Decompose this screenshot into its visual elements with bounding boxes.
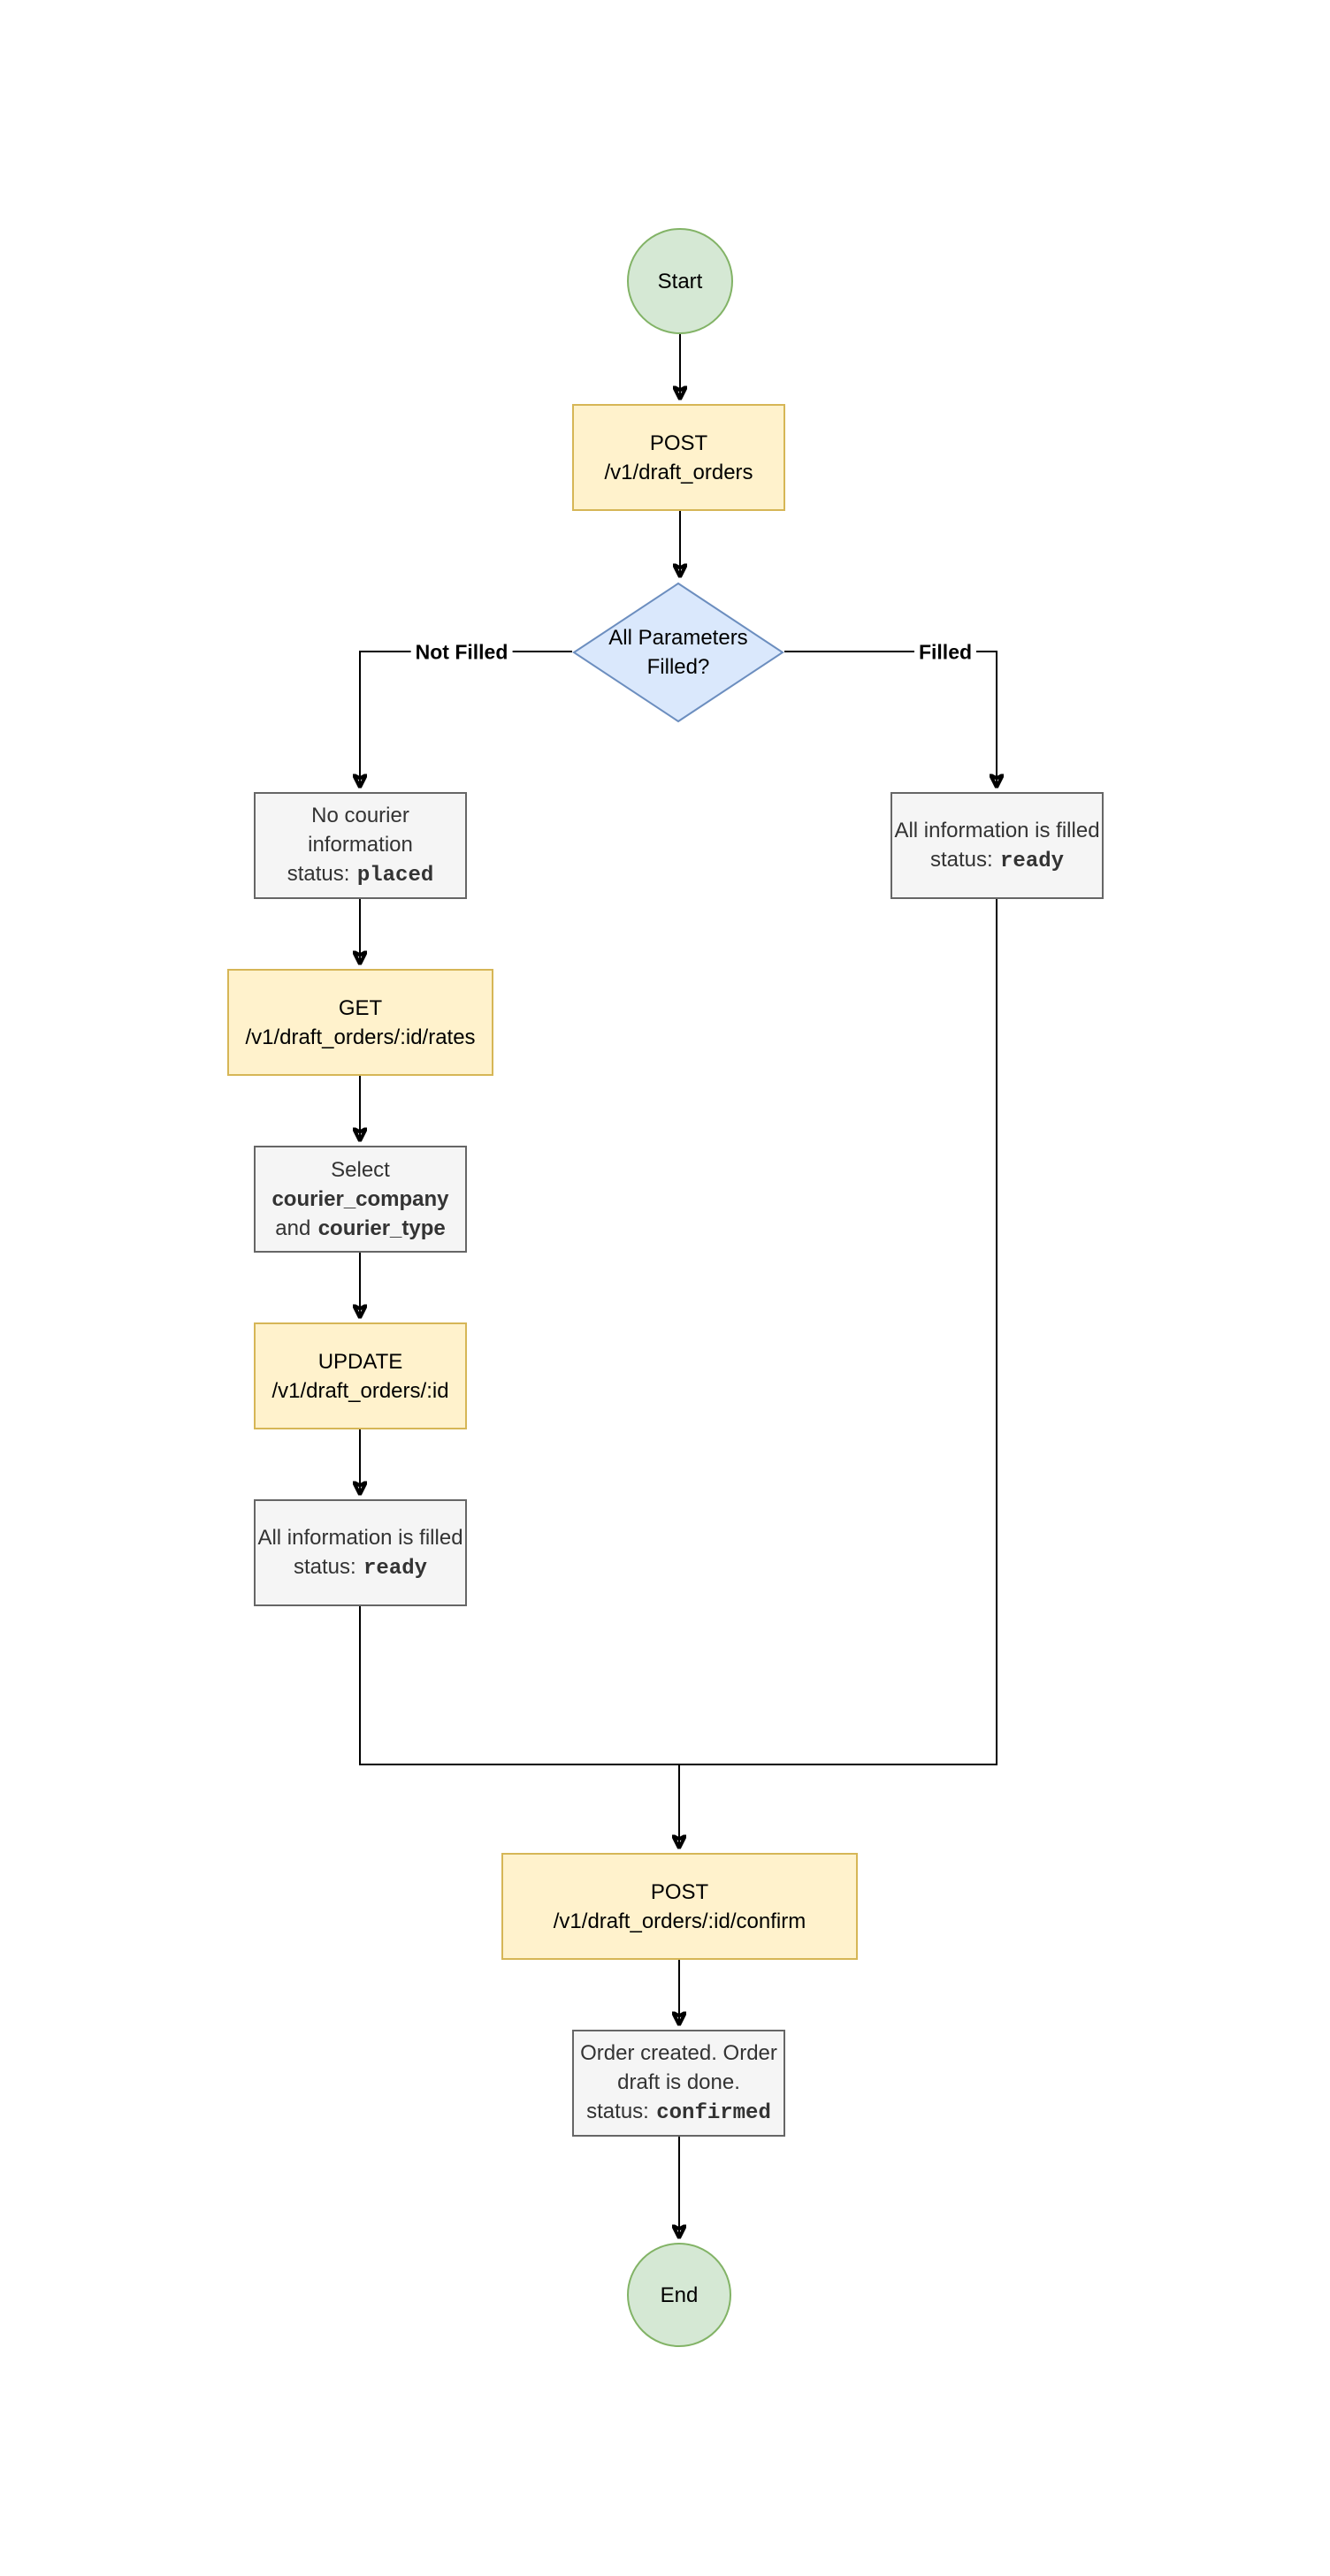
decision-line1: All Parameters — [608, 626, 748, 650]
update-order-node: UPDATE /v1/draft_orders/:id — [254, 1322, 467, 1429]
http-method: GET — [338, 995, 383, 1020]
decision-diamond: All Parameters Filled? — [572, 582, 784, 723]
post-confirm-node: POST /v1/draft_orders/:id/confirm — [501, 1853, 858, 1960]
edge-decision-not-filled — [360, 651, 572, 787]
diamond-shape — [572, 582, 784, 723]
edge-decision-filled — [784, 651, 997, 787]
select-field1: courier_company — [271, 1187, 449, 1211]
status-label: status: — [287, 862, 350, 886]
edge-readyleft-to-merge — [359, 1606, 679, 1765]
end-label: End — [660, 2283, 699, 2307]
order-created-node: Order created. Order draft is done. stat… — [572, 2030, 785, 2137]
order-created-line2: draft is done. — [617, 2070, 740, 2094]
no-courier-line2: information — [308, 833, 413, 857]
ready-left-node: All information is filled status: ready — [254, 1499, 467, 1606]
start-node: Start — [627, 228, 733, 334]
status-label: status: — [929, 847, 993, 872]
no-courier-line1: No courier — [311, 804, 409, 827]
ready-right-node: All information is filled status: ready — [890, 792, 1104, 899]
edge-label-filled: Filled — [913, 640, 977, 665]
get-rates-node: GET /v1/draft_orders/:id/rates — [227, 969, 493, 1076]
status-value-confirmed: confirmed — [656, 2101, 771, 2125]
http-method: POST — [650, 1879, 709, 1904]
edge-readyright-to-merge — [679, 899, 998, 1765]
ready-left-line1: All information is filled — [257, 1525, 463, 1550]
endpoint-path: /v1/draft_orders/:id/confirm — [553, 1909, 806, 1933]
status-value-ready: ready — [1000, 849, 1065, 873]
start-label: Start — [657, 269, 703, 293]
no-courier-status: status:placed — [287, 859, 434, 890]
endpoint-path: /v1/draft_orders — [604, 460, 753, 484]
decision-text: All Parameters Filled? — [572, 582, 784, 723]
http-method: UPDATE — [317, 1349, 403, 1374]
no-courier-node: No courier information status:placed — [254, 792, 467, 899]
order-created-line1: Order created. Order — [580, 2041, 777, 2065]
decision-line2: Filled? — [646, 655, 710, 679]
ready-right-status: status: ready — [930, 845, 1064, 876]
status-value-placed: placed — [356, 864, 434, 888]
conjunction: and — [275, 1216, 311, 1240]
status-label: status: — [293, 1554, 356, 1579]
end-node: End — [627, 2243, 731, 2347]
select-field2: courier_type — [317, 1216, 446, 1240]
order-created-status: status: confirmed — [586, 2097, 771, 2128]
edge-label-not-filled: Not Filled — [410, 640, 513, 665]
status-label: status: — [586, 2100, 649, 2123]
post-draft-orders-node: POST /v1/draft_orders — [572, 404, 785, 511]
status-value-ready: ready — [363, 1556, 428, 1581]
endpoint-path: /v1/draft_orders/:id — [271, 1378, 449, 1403]
ready-right-line1: All information is filled — [894, 818, 1100, 842]
ready-left-status: status: ready — [294, 1552, 427, 1583]
select-line1: Select — [331, 1158, 390, 1182]
http-method: POST — [649, 431, 708, 455]
endpoint-path: /v1/draft_orders/:id/rates — [245, 1025, 476, 1049]
